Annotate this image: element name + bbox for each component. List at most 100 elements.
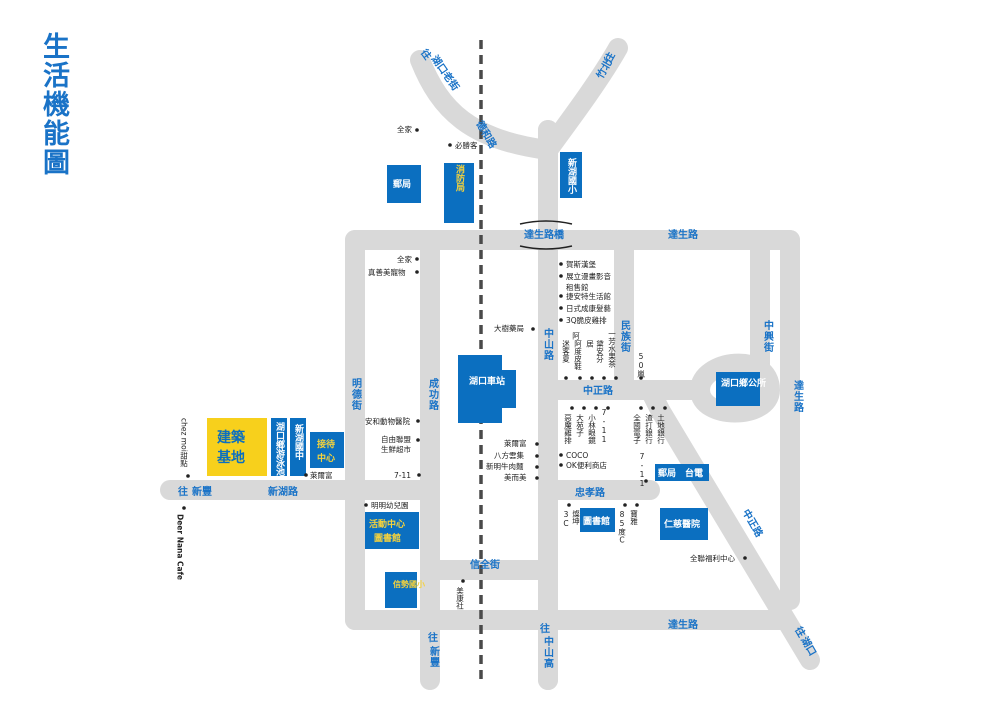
poi-seven-left: 7-11 <box>394 471 411 480</box>
poi-lai-er-fu2: 萊爾富 <box>504 438 527 448</box>
svg-text:信勢國小: 信勢國小 <box>393 579 425 589</box>
poi-ok-mart: OK便利商店 <box>566 460 607 470</box>
svg-text:圖書館: 圖書館 <box>583 515 610 527</box>
svg-text:湖口鄉公所: 湖口鄉公所 <box>721 377 766 389</box>
road-label-chenggong: 成功路 <box>427 377 439 411</box>
poi-pizza: 必勝客 <box>455 140 478 150</box>
svg-text:建築: 建築 <box>217 429 246 446</box>
poi-comic-rental: 展立漫畫影音 <box>566 271 611 281</box>
poi-85c: 85度C <box>617 510 626 545</box>
poi-self-market: 自由聯盟 <box>381 434 411 444</box>
svg-text:郵局: 郵局 <box>658 467 676 479</box>
poi-dm-vet: 安和動物醫院 <box>365 416 410 426</box>
road-label-zhongxiao: 忠孝路 <box>575 486 606 499</box>
building-taipower: 台電 <box>682 464 709 481</box>
poi-bafang: 八方雲集 <box>494 450 524 460</box>
poi-col-a1: 阿 <box>571 332 580 341</box>
poi-3c-2: 燦坤 <box>571 510 580 527</box>
road-label-xinquan: 信全街 <box>470 558 500 571</box>
svg-text:活動中心: 活動中心 <box>369 518 405 530</box>
poi-bk-3: 全國電子 <box>632 413 641 445</box>
poi-sm-2: 小林眼鏡 <box>587 414 596 446</box>
poi-col-b: 阿度皮鞋 <box>573 340 582 372</box>
svg-text:仁慈醫院: 仁慈醫院 <box>664 518 700 530</box>
poi-sm-3: 大苑子 <box>575 413 584 437</box>
road-label-mingde: 明德街 <box>350 378 363 411</box>
bridge-marker <box>519 220 573 250</box>
poi-seven-right: 7-11 <box>638 452 647 488</box>
road-label-zhongshan: 中山路 <box>542 327 554 361</box>
svg-text:消防局: 消防局 <box>454 163 465 192</box>
map-title: 生活機能圖 <box>38 32 69 177</box>
poi-giant: 捷安特生活館 <box>566 291 611 301</box>
poi-chez-moi: chez moi甜點 <box>179 418 188 468</box>
road-network <box>160 38 820 690</box>
building-site: 建築 基地 <box>207 418 267 476</box>
poi-col-b1: 居 <box>585 340 594 349</box>
svg-text:接待: 接待 <box>317 438 335 450</box>
building-reception-center: 接待 中心 <box>310 432 344 468</box>
building-hukou-station: 湖口車站 <box>458 355 516 423</box>
poi-group-vertical-row: 迷客夏 阿 阿度皮鞋 居 黛安芬 一芳水果茶 50嵐 <box>561 330 646 380</box>
building-library: 圖書館 <box>580 508 615 532</box>
svg-text:新湖國中: 新湖國中 <box>293 423 304 461</box>
poi-family-mart-top: 全家 <box>397 124 412 134</box>
direction-hsinfeng-left: 新豐 <box>192 485 212 498</box>
building-renci-hospital: 仁慈醫院 <box>660 508 708 540</box>
road-label-dasheng-bottom: 達生路 <box>668 618 699 631</box>
road-label-zhongzheng: 中正路 <box>583 384 614 397</box>
poi-col-d: 一芳水果茶 <box>607 330 616 368</box>
poi-sm-1: 7-11 <box>600 408 609 444</box>
svg-text:圖書館: 圖書館 <box>374 532 401 544</box>
direction-zhongshan-wang: 往 <box>540 622 550 635</box>
poi-bk-2: 渣打銀行 <box>644 413 653 446</box>
svg-text:中心: 中心 <box>317 452 335 464</box>
building-township-office: 湖口鄉公所 <box>716 372 766 406</box>
poi-self-market2: 生鮮超市 <box>381 444 411 454</box>
poi-col-50: 50嵐 <box>636 352 645 379</box>
road-label-dasheng-right: 達生路 <box>792 379 804 413</box>
road-dehe-curve <box>410 50 558 160</box>
poi-group-banks: 全國電子 渣打銀行 土地銀行 7-11 <box>632 406 667 488</box>
poi-poya: 寶雅 <box>629 509 638 527</box>
building-activity-center: 活動中心 圖書館 <box>365 512 419 549</box>
building-post-office: 郵局 <box>387 165 421 203</box>
poi-3c: 3C <box>562 510 571 528</box>
building-xinhu-jhs: 新湖國中 <box>290 418 306 476</box>
poi-group-west-mid: 安和動物醫院 自由聯盟 生鮮超市 7-11 萊爾富 明明幼兒園 <box>304 416 421 510</box>
road-label-bridge: 達生路橋 <box>524 228 565 241</box>
building-hukou-pool: 湖口鄉游泳池 <box>271 418 287 477</box>
poi-comic-rental2: 租售館 <box>566 282 589 292</box>
poi-meikang: 美康社 <box>455 586 464 611</box>
poi-beef-noodle: 新明牛肉麵 <box>486 461 524 471</box>
svg-text:湖口車站: 湖口車站 <box>469 375 505 387</box>
road-label-minzu: 民族街 <box>619 320 632 353</box>
poi-japanese-salon: 日式成康髮藝 <box>566 303 611 313</box>
svg-text:基地: 基地 <box>217 449 245 466</box>
poi-sm-4: 惡魔雞排 <box>563 414 572 446</box>
building-xinshi-elem: 信勢國小 <box>385 572 425 608</box>
poi-col-c: 黛安芬 <box>595 339 604 364</box>
road-zhongzheng-diag <box>640 380 820 670</box>
building-post-office2: 郵局 <box>655 464 682 481</box>
poi-daxi-pharmacy: 大樹藥局 <box>494 323 524 333</box>
svg-text:郵局: 郵局 <box>393 178 411 190</box>
poi-group-north: 全家 必勝客 全家 真善美寵物 <box>368 124 478 277</box>
poi-deer-nana: Deer Nana Cafe <box>176 514 185 580</box>
svg-text:台電: 台電 <box>685 467 703 479</box>
poi-group-south-mid: 惡魔雞排 大苑子 小林眼鏡 7-11 <box>563 406 610 445</box>
road-roundabout <box>690 353 780 423</box>
poi-mingming-kinder: 明明幼兒園 <box>371 500 409 510</box>
direction-hsinfeng-bottom: 新豐 <box>428 645 440 668</box>
poi-lai-er-fu: 萊爾富 <box>310 470 333 480</box>
road-label-zhongxing: 中興街 <box>762 319 775 353</box>
svg-text:湖口鄉游泳池: 湖口鄉游泳池 <box>274 421 285 477</box>
direction-hsinfeng-left-wang: 往 <box>178 485 188 498</box>
poi-meierme: 美而美 <box>504 472 527 482</box>
poi-bk-1: 土地銀行 <box>656 413 665 446</box>
poi-group-3c: 3C 燦坤 85度C 寶雅 <box>562 503 639 545</box>
poi-zhenshan-beauty: 真善美寵物 <box>368 267 406 277</box>
direction-hsinfeng-bottom-wang: 往 <box>428 631 438 644</box>
